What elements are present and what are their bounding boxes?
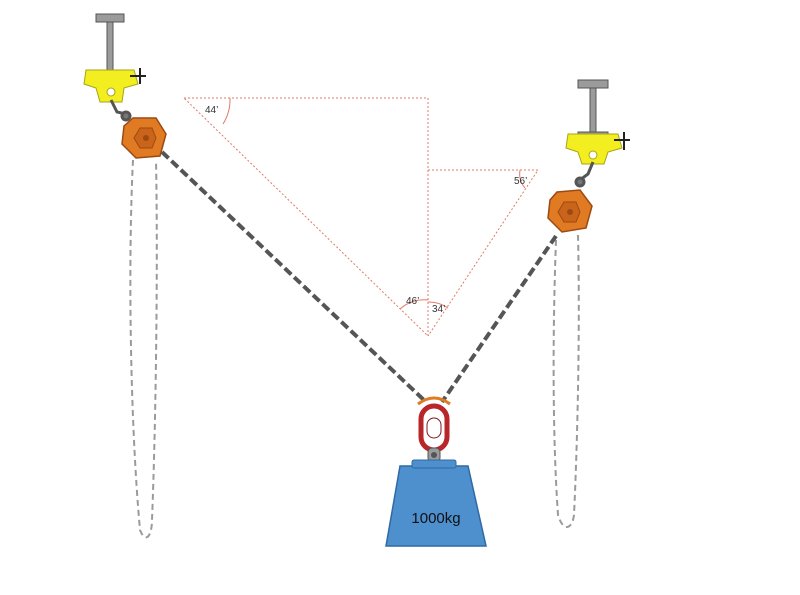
beam-left xyxy=(95,13,125,77)
hook-left xyxy=(109,99,132,122)
slack-chain-right xyxy=(552,234,580,528)
hook-right xyxy=(574,161,595,188)
weight-block xyxy=(385,459,487,547)
chain-hoist-right xyxy=(547,189,593,233)
force-triangle-left xyxy=(183,97,429,338)
load-chain-left xyxy=(160,150,428,404)
angle-label-right-triangle: 56’ xyxy=(514,176,527,187)
master-link xyxy=(417,396,451,453)
angle-label-bottom-left: 46’ xyxy=(406,296,419,307)
load-chain-right xyxy=(440,234,558,404)
beam-right xyxy=(577,79,609,139)
angle-label-top-left: 44’ xyxy=(205,105,218,116)
weight-label: 1000kg xyxy=(411,510,460,527)
angle-arcs xyxy=(222,97,526,310)
beam-clamp-left xyxy=(83,68,146,103)
slack-chain-left xyxy=(129,159,158,539)
beam-clamp-right xyxy=(565,132,630,165)
angle-label-bottom-right: 34’ xyxy=(432,304,445,315)
force-triangle-right xyxy=(427,169,539,337)
chain-hoist-left xyxy=(121,117,167,159)
